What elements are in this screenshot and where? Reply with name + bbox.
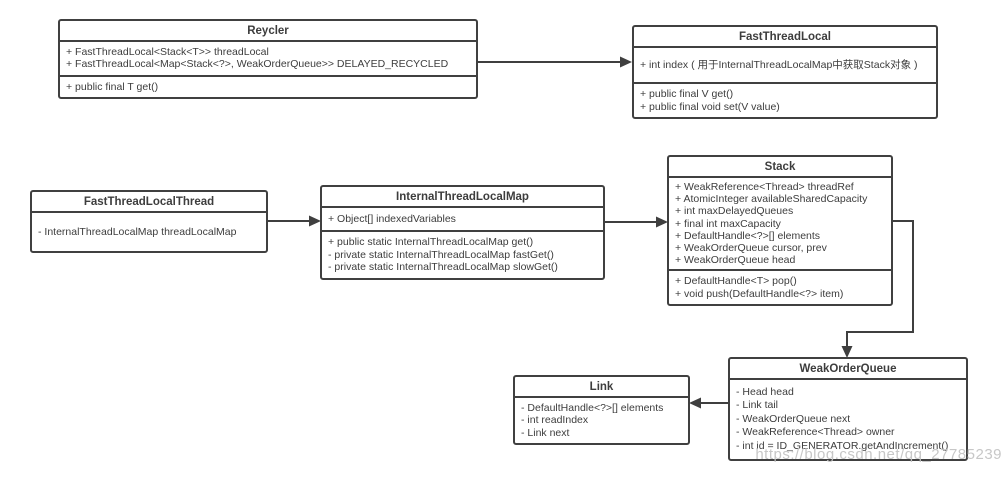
member-line: + WeakOrderQueue cursor, prev [675,242,827,255]
class-box-fastthreadlocalthread: FastThreadLocalThread - InternalThreadLo… [30,190,268,254]
attributes-section: - InternalThreadLocalMap threadLocalMap [32,211,266,251]
member-line: + public final void set(V value) [640,100,780,113]
arrow-recycler-to-fastthreadlocal [476,56,632,68]
member-line: + FastThreadLocal<Map<Stack<?>, WeakOrde… [66,58,449,71]
member-line: + WeakReference<Thread> threadRef [675,181,854,193]
member-line: + DefaultHandle<T> pop() [675,275,797,288]
member-line: + FastThreadLocal<Stack<T>> threadLocal [66,46,269,58]
arrow-fastthreadlocalthread-to-internalthreadlocalmap [266,215,321,227]
class-title: WeakOrderQueue [799,363,897,375]
csdn-watermark: https://blog.csdn.net/qq_27785239 [755,446,1002,463]
member-line: + Object[] indexedVariables [328,213,456,225]
member-line: + WeakOrderQueue head [675,254,796,267]
member-line: + AtomicInteger availableSharedCapacity [675,193,868,206]
class-title: Link [589,381,614,393]
attributes-section: + Object[] indexedVariables [322,206,603,230]
class-box-internalthreadlocalmap: InternalThreadLocalMap + Object[] indexe… [320,185,605,280]
arrow-internalthreadlocalmap-to-stack [603,216,668,228]
member-line: - Link tail [736,399,779,412]
class-box-stack: Stack + WeakReference<Thread> threadRef+… [667,155,893,306]
class-title: Stack [764,161,796,173]
attributes-section: - DefaultHandle<?>[] elements- int readI… [515,396,688,443]
attributes-section: + int index ( 用于InternalThreadLocalMap中获… [634,46,936,82]
member-line: + final int maxCapacity [675,217,781,230]
attributes-section: - Head head- Link tail- WeakOrderQueue n… [730,378,966,459]
methods-section: + public final V get()+ public final voi… [634,82,936,117]
methods-section: + DefaultHandle<T> pop()+ void push(Defa… [669,269,891,303]
class-box-recycler: Reycler + FastThreadLocal<Stack<T>> thre… [58,19,478,100]
member-line: - private static InternalThreadLocalMap … [328,261,558,274]
attributes-section: + WeakReference<Thread> threadRef+ Atomi… [669,176,891,269]
class-title: Reycler [247,25,289,37]
member-line: - Link next [521,426,570,439]
member-line: + void push(DefaultHandle<?> item) [675,287,844,300]
class-title: FastThreadLocal [738,31,832,43]
member-line: - int readIndex [521,414,589,427]
member-line: + public final V get() [640,88,734,101]
arrow-weakorderqueue-to-link [689,397,729,409]
member-line: - int id = ID_GENERATOR.getAndIncrement(… [736,439,949,452]
member-line: - WeakReference<Thread> owner [736,426,895,439]
member-line: - DefaultHandle<?>[] elements [521,402,664,414]
methods-section: + public static InternalThreadLocalMap g… [322,230,603,277]
class-title: FastThreadLocalThread [83,196,215,208]
class-box-weakorderqueue: WeakOrderQueue - Head head- Link tail- W… [728,357,968,462]
member-line: - Head head [736,386,794,398]
class-box-link: Link - DefaultHandle<?>[] elements- int … [513,375,690,446]
member-line: + public static InternalThreadLocalMap g… [328,236,534,249]
member-line: + public final T get() [66,80,159,93]
member-line: + int maxDelayedQueues [675,205,794,218]
methods-section: + public final T get() [60,74,476,97]
member-line: + int index ( 用于InternalThreadLocalMap中获… [640,59,918,71]
member-line: - InternalThreadLocalMap threadLocalMap [38,226,237,238]
attributes-section: + FastThreadLocal<Stack<T>> threadLocal+… [60,40,476,75]
class-box-fastthreadlocal: FastThreadLocal + int index ( 用于Internal… [632,25,938,120]
class-title: InternalThreadLocalMap [396,191,529,203]
member-line: - private static InternalThreadLocalMap … [328,248,554,261]
member-line: - WeakOrderQueue next [736,412,851,425]
member-line: + DefaultHandle<?>[] elements [675,229,821,242]
